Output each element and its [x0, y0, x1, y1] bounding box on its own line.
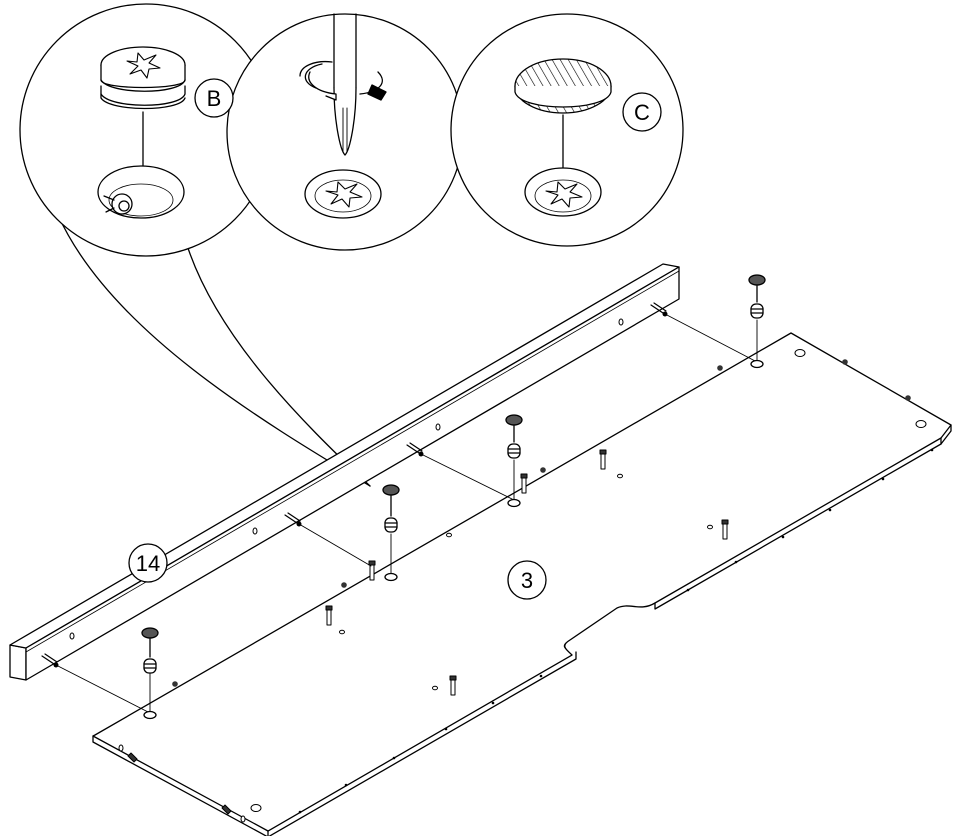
- rail-part-14: [9, 263, 680, 681]
- connection-lines: [55, 313, 758, 714]
- callout-circle-cap-c: [450, 13, 684, 247]
- svg-text:3: 3: [521, 568, 533, 593]
- label-part-14: 14: [128, 543, 168, 583]
- label-b: B: [194, 78, 234, 118]
- callout-leader-lines: [57, 214, 371, 487]
- callout-circle-screwdriver: [226, 13, 464, 251]
- svg-text:14: 14: [136, 551, 160, 576]
- svg-text:B: B: [207, 86, 222, 111]
- label-part-3: 3: [507, 560, 547, 600]
- svg-text:C: C: [634, 100, 650, 125]
- callout-circle-cam-b: [19, 3, 273, 257]
- cam-lock-assemblies: [141, 274, 766, 720]
- label-c: C: [622, 92, 662, 132]
